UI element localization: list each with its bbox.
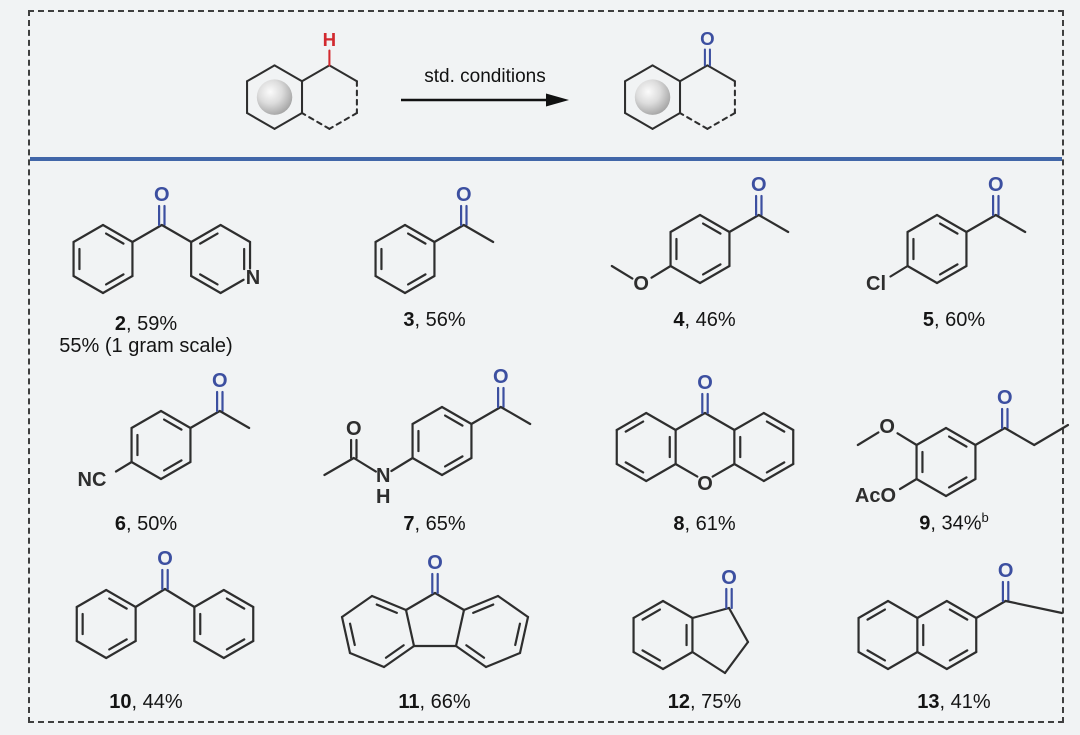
yield-text: , 34%: [930, 513, 982, 535]
yield-label-3: 3, 56%: [302, 309, 567, 331]
compound-number: 4: [673, 309, 685, 331]
structure-chloroacetophenone: O Cl: [866, 174, 1027, 295]
atom-label-O: O: [751, 174, 767, 196]
atom-label-Cl: Cl: [866, 273, 886, 295]
reaction-arrow-icon: [401, 93, 569, 106]
atom-label-O: O: [721, 567, 737, 589]
atom-label-O: O: [998, 560, 1014, 582]
atom-label-O: O: [988, 174, 1004, 196]
atom-label-AcO: AcO: [855, 485, 896, 507]
atom-label-O: O: [997, 387, 1013, 409]
compound-number: 3: [403, 309, 415, 331]
gram-scale-note: 55% (1 gram scale): [59, 335, 233, 357]
compound-number: 7: [403, 513, 415, 535]
yield-label-8: 8, 61%: [567, 513, 842, 535]
product-cell-3: O 3, 56%: [302, 161, 567, 357]
atom-label-N: N: [246, 267, 260, 289]
atom-label-O: O: [154, 184, 170, 206]
yield-text: , 75%: [690, 691, 742, 713]
compound-number: 12: [667, 691, 691, 713]
atom-label-O: O: [633, 273, 649, 295]
yield-label-12: 12, 75%: [567, 691, 842, 713]
atom-label-O: O: [157, 548, 173, 570]
product-cell-12: O 12, 75%: [567, 537, 842, 725]
structure-indanone: O: [631, 567, 749, 675]
atom-label-NC: NC: [78, 469, 107, 491]
footnote-marker: b: [981, 510, 989, 526]
arrow-conditions-label: std. conditions: [424, 65, 546, 87]
structure-acetonaphthone: O: [857, 560, 1064, 671]
yield-text: , 59%: [125, 313, 178, 335]
yield-text: , 41%: [939, 691, 991, 713]
structure-acetamidoacetophenone: O NH O: [322, 366, 531, 508]
yield-text: , 56%: [414, 309, 466, 331]
yield-label-11: 11, 66%: [302, 691, 567, 713]
compound-number: 5: [922, 309, 934, 331]
product-cell-11: O 11, 66%: [302, 537, 567, 725]
atom-label-O: O: [493, 366, 509, 388]
atom-label-N: N: [375, 465, 389, 487]
reactant-ch-label: H: [323, 28, 336, 49]
yield-label-2: 2, 59% 55% (1 gram scale): [10, 313, 282, 357]
generic-substrate-structure: H: [246, 28, 358, 130]
reaction-arrow-block: std. conditions: [400, 66, 570, 108]
yield-label-10: 10, 44%: [10, 691, 282, 713]
yield-label-9: 9, 34%b: [842, 507, 1066, 535]
product-o-label: O: [700, 27, 715, 48]
compound-number: 13: [917, 691, 940, 713]
compound-number: 6: [114, 513, 126, 535]
product-cell-9: O O AcO 9, 34%b: [842, 357, 1070, 537]
yield-text: , 46%: [684, 309, 736, 331]
compound-number: 8: [673, 513, 685, 535]
product-cell-5: O Cl 5, 60%: [842, 161, 1066, 357]
yield-text: , 66%: [419, 691, 471, 713]
atom-label-O: O: [346, 418, 362, 440]
compound-number: 2: [114, 313, 126, 335]
generic-product-structure: O: [624, 27, 736, 130]
product-cell-10: O 10, 44%: [30, 537, 302, 725]
compound-number: 11: [398, 691, 420, 713]
yield-text: , 65%: [414, 513, 466, 535]
atom-label-O: O: [212, 370, 228, 392]
yield-text: , 44%: [131, 691, 183, 713]
yield-text: , 61%: [684, 513, 736, 535]
compound-number: 9: [919, 513, 931, 535]
atom-label-O: O: [697, 473, 713, 495]
atom-label-O: O: [456, 184, 472, 206]
structure-benzophenone: O: [75, 548, 255, 660]
structure-phenyl-pyridinyl-ketone: ON: [72, 184, 260, 295]
yield-label-4: 4, 46%: [567, 309, 842, 331]
structure-acetylbenzonitrile: O NC: [78, 370, 251, 491]
structure-xanthone: OO: [615, 372, 794, 495]
yield-label-13: 13, 41%: [842, 691, 1066, 713]
product-cell-6: O NC 6, 50%: [30, 357, 302, 537]
structure-acetophenone: O: [373, 184, 494, 295]
compound-number: 10: [109, 691, 132, 713]
yield-label-7: 7, 65%: [302, 513, 567, 535]
structure-fluorenone: O: [340, 552, 529, 669]
structure-methoxyacetophenone: OO: [610, 174, 789, 295]
yield-text: , 60%: [933, 309, 986, 331]
yield-text: , 50%: [125, 513, 178, 535]
structure-acetoxy-methoxy-propiophenone: O O AcO: [855, 387, 1070, 507]
divider-line: [30, 157, 1062, 161]
reaction-scheme-header: H std. conditions O: [30, 12, 1062, 157]
product-cell-13: O 13, 41%: [842, 537, 1066, 725]
atom-label-H: H: [375, 486, 389, 508]
atom-label-O: O: [427, 552, 443, 574]
atom-label-O: O: [879, 416, 895, 438]
atom-label-O: O: [697, 372, 713, 394]
yield-label-5: 5, 60%: [842, 309, 1066, 331]
yield-label-6: 6, 50%: [10, 513, 282, 535]
